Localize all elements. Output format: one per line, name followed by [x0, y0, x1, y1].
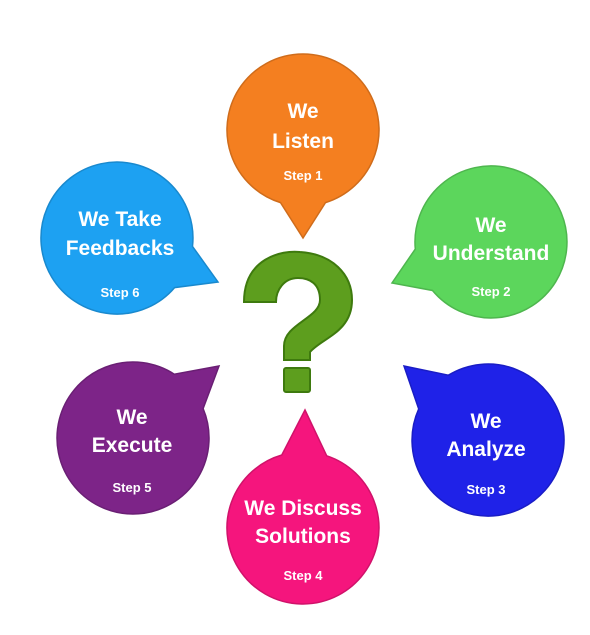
bubble-title-line-1: We	[470, 410, 501, 433]
step-bubble-5: We Execute Step 5	[56, 361, 221, 515]
speech-bubble-shape	[226, 53, 380, 240]
bubble-title-line-2: Listen	[272, 130, 334, 153]
bubble-title-line-2: Feedbacks	[66, 237, 175, 260]
speech-bubble-shape	[226, 408, 380, 605]
question-mark-icon	[242, 250, 354, 393]
question-mark-dot	[283, 367, 311, 393]
speech-bubble-shape	[40, 161, 220, 315]
step-bubble-2: We Understand Step 2	[390, 165, 568, 319]
step-bubble-6: We Take Feedbacks Step 6	[40, 161, 220, 315]
bubble-step-label: Step 1	[283, 168, 322, 183]
bubble-title-line-2: Execute	[92, 434, 173, 457]
speech-bubble-shape	[402, 363, 565, 517]
bubble-step-label: Step 4	[283, 568, 323, 583]
speech-bubble-shape	[390, 165, 568, 319]
step-bubble-3: We Analyze Step 3	[402, 363, 565, 517]
bubble-title-line-1: We	[287, 100, 318, 123]
step-bubble-1: We Listen Step 1	[226, 53, 380, 240]
bubble-step-label: Step 2	[471, 284, 510, 299]
step-bubble-4: We Discuss Solutions Step 4	[226, 408, 380, 605]
bubble-step-label: Step 5	[112, 480, 151, 495]
question-mark-hook	[242, 250, 354, 361]
bubble-step-label: Step 6	[100, 285, 139, 300]
bubble-title-line-2: Understand	[433, 242, 550, 265]
bubble-title-line-2: Solutions	[255, 525, 351, 548]
bubble-step-label: Step 3	[466, 482, 505, 497]
bubble-title-line-1: We	[475, 214, 506, 237]
bubble-title-line-2: Analyze	[446, 438, 525, 461]
bubble-title-line-1: We	[116, 406, 147, 429]
bubble-title-line-1: We Take	[78, 208, 161, 231]
bubble-title-line-1: We Discuss	[244, 497, 362, 520]
speech-bubble-shape	[56, 361, 221, 515]
